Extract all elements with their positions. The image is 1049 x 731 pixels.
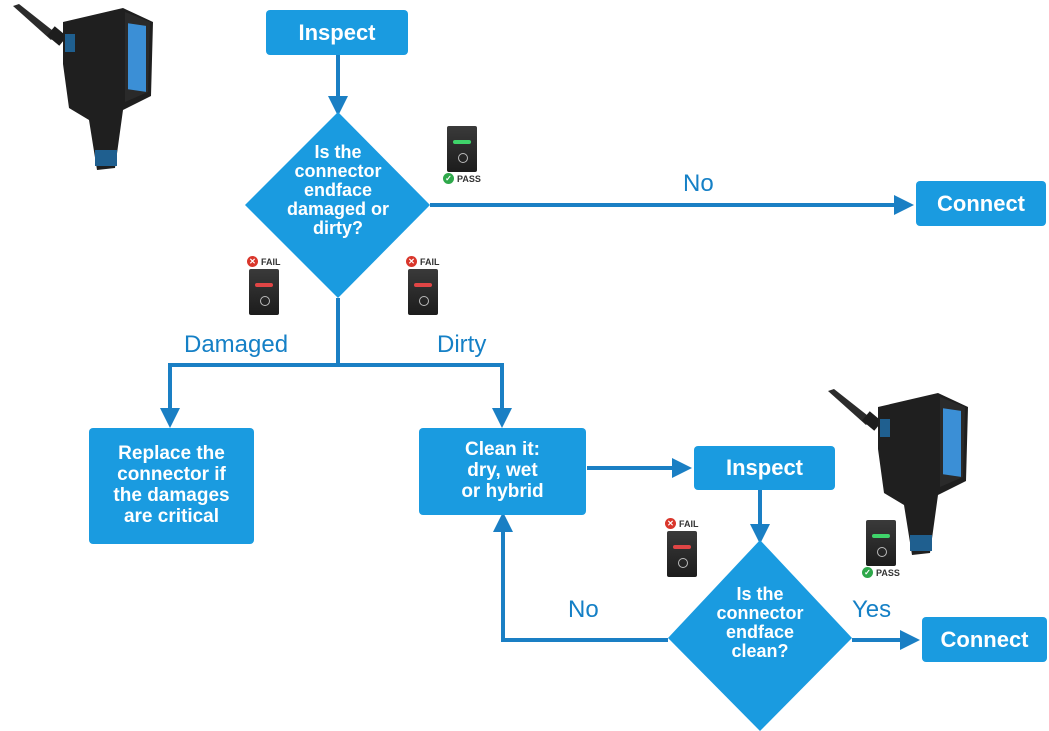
check-icon: ✓ xyxy=(443,173,454,184)
connect-box-top-label: Connect xyxy=(937,190,1025,216)
replace-connector-box: Replace the connector if the damages are… xyxy=(89,428,254,544)
fail-indicator-dirty: ✕FAIL xyxy=(406,256,440,315)
decision-diamond-bottom xyxy=(668,540,852,731)
edge-label-yes: Yes xyxy=(852,596,892,623)
arrow-branch-to-replace xyxy=(160,363,338,428)
cross-icon: ✕ xyxy=(406,256,417,267)
fail-screen-thumbnail xyxy=(666,531,697,577)
pass-badge-label: PASS xyxy=(876,567,900,578)
fail-badge-label: FAIL xyxy=(420,256,440,267)
pass-badge: ✓PASS xyxy=(443,173,481,184)
cross-icon: ✕ xyxy=(247,256,258,267)
clean-box: Clean it: dry, wet or hybrid xyxy=(419,428,586,515)
fail-badge: ✕FAIL xyxy=(406,256,440,267)
decision-diamond-top xyxy=(245,112,430,298)
fail-indicator-damaged: ✕FAIL xyxy=(247,256,281,315)
pass-badge: ✓PASS xyxy=(862,567,900,578)
connect-box-bottom-label: Connect xyxy=(940,626,1029,652)
fiber-inspection-probe-icon xyxy=(13,4,153,170)
arrow-decision-to-clean-loop xyxy=(493,512,668,642)
pass-indicator-top: ✓PASS xyxy=(443,124,481,184)
check-icon: ✓ xyxy=(862,567,873,578)
fail-badge: ✕FAIL xyxy=(665,518,699,529)
fail-screen-thumbnail xyxy=(248,269,279,315)
edge-label-no-top: No xyxy=(683,170,714,197)
fail-indicator-bottom: ✕FAIL xyxy=(665,518,699,577)
inspect-box-top-label: Inspect xyxy=(298,19,376,45)
pass-screen-thumbnail xyxy=(446,126,477,172)
fail-badge-label: FAIL xyxy=(261,256,281,267)
pass-badge-label: PASS xyxy=(457,173,481,184)
decision-top-text: Is the connector endface damaged or dirt… xyxy=(286,142,390,238)
edge-label-damaged: Damaged xyxy=(184,331,289,358)
inspect-box-bottom-label: Inspect xyxy=(725,455,804,480)
fail-badge: ✕FAIL xyxy=(247,256,281,267)
edge-label-no-bottom: No xyxy=(568,596,599,623)
connect-box-top: Connect xyxy=(916,181,1046,226)
pass-indicator-bottom: ✓PASS xyxy=(862,518,900,578)
cross-icon: ✕ xyxy=(665,518,676,529)
edge-label-dirty: Dirty xyxy=(437,331,487,358)
pass-screen-thumbnail xyxy=(865,520,896,566)
inspect-box-bottom: Inspect xyxy=(694,446,835,490)
clean-box-label: Clean it: dry, wet or hybrid xyxy=(461,439,544,502)
connect-box-bottom: Connect xyxy=(922,617,1047,662)
fail-screen-thumbnail xyxy=(407,269,438,315)
inspect-box-top: Inspect xyxy=(266,10,408,55)
fail-badge-label: FAIL xyxy=(679,518,699,529)
arrow-branch-to-clean xyxy=(338,363,512,428)
decision-bottom-text: Is the connector endface clean? xyxy=(716,584,804,661)
replace-connector-label: Replace the connector if the damages are… xyxy=(113,443,230,527)
fiber-inspection-probe-icon xyxy=(828,389,968,555)
